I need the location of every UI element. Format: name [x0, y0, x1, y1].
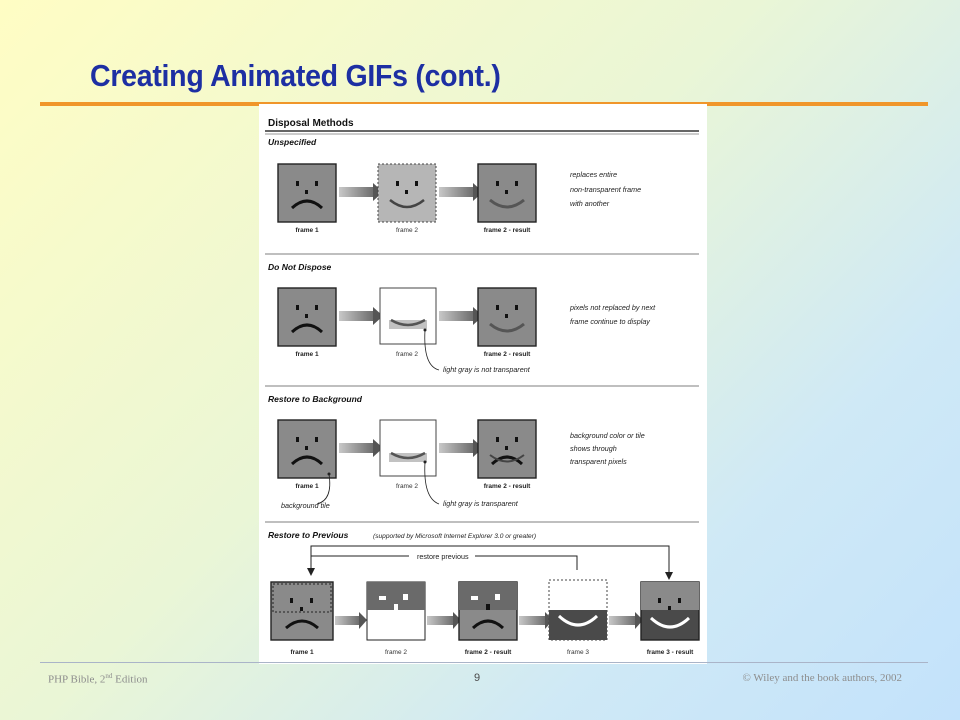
frame-2-result-do-not-dispose: [477, 287, 537, 347]
caption: frame 1: [290, 649, 314, 656]
frame-1-do-not-dispose: [277, 287, 337, 347]
section-title-do-not-dispose: Do Not Dispose: [268, 262, 332, 272]
frame-2-unspecified: [377, 163, 437, 223]
arrow: [339, 187, 373, 197]
arrow-head: [359, 612, 367, 629]
callout-leader: [424, 329, 440, 371]
callout-label: background tile: [281, 501, 330, 510]
note-line: replaces entire: [570, 170, 617, 179]
arrow: [439, 443, 473, 453]
section-title-restore-to-background: Restore to Background: [268, 394, 363, 404]
frame-2-do-not-dispose: [379, 287, 437, 345]
callout-label: restore previous: [417, 552, 469, 561]
restore-bracket-outer: [310, 545, 670, 574]
callout-dot: [423, 460, 427, 464]
arrow: [427, 616, 453, 625]
frame-2-restore-to-background: [379, 419, 437, 477]
footer-copyright: © Wiley and the book authors, 2002: [742, 672, 902, 684]
caption: frame 2: [396, 483, 418, 490]
note-line: shows through: [570, 444, 617, 453]
frame-1-restore-to-previous: [270, 581, 334, 641]
caption: frame 2: [385, 649, 407, 656]
arrow-head: [665, 572, 673, 580]
callout-dot: [327, 472, 331, 476]
caption: frame 2 - result: [484, 351, 531, 358]
frame-2-restore-to-previous: [366, 581, 426, 641]
arrow: [609, 616, 635, 625]
footer-divider: [40, 662, 928, 663]
arrow: [339, 443, 373, 453]
callout-label: light gray is transparent: [443, 499, 519, 508]
frame-2-result-restore-to-background: [477, 419, 537, 479]
note-line: background color or tile: [570, 431, 645, 440]
page-number: 9: [474, 672, 481, 684]
callout-dot: [423, 328, 427, 332]
slide-title: Creating Animated GIFs (cont.): [90, 58, 501, 93]
callout-leader: [424, 461, 440, 505]
caption: frame 2: [396, 351, 418, 358]
disposal-methods-figure: Disposal Methods Unspecified frame 1 fra…: [259, 104, 707, 664]
caption: frame 3: [567, 649, 589, 656]
note-line: transparent pixels: [570, 457, 627, 466]
callout-leader: [316, 473, 331, 505]
frame-1-unspecified: [277, 163, 337, 223]
arrow-head: [373, 439, 383, 457]
frame-3-result-restore-to-previous: [640, 581, 700, 641]
frame-2-result-restore-to-previous: [458, 581, 518, 641]
footer-book-title: PHP Bible, 2nd Edition: [48, 672, 148, 686]
caption: frame 2 - result: [484, 483, 531, 490]
arrow-head: [307, 568, 315, 576]
caption: frame 2 - result: [484, 227, 531, 234]
note-line: frame continue to display: [570, 317, 650, 326]
caption: frame 1: [295, 227, 319, 234]
figure-heading: Disposal Methods: [268, 118, 354, 129]
frame-1-restore-to-background: [277, 419, 337, 479]
arrow: [439, 311, 473, 321]
arrow: [519, 616, 545, 625]
arrow: [339, 311, 373, 321]
section-title-restore-to-previous: Restore to Previous: [268, 530, 349, 540]
arrow: [439, 187, 473, 197]
caption: frame 3 - result: [647, 649, 694, 656]
arrow-head: [453, 612, 461, 629]
arrow: [335, 616, 359, 625]
section-title-unspecified: Unspecified: [268, 137, 317, 147]
frame-2-result-unspecified: [477, 163, 537, 223]
note-line: with another: [570, 199, 610, 208]
callout-label: light gray is not transparent: [443, 365, 531, 374]
section-subtitle: (supported by Microsoft Internet Explore…: [373, 533, 536, 540]
caption: frame 1: [295, 351, 319, 358]
disposal-methods-diagram: Disposal Methods Unspecified frame 1 fra…: [265, 118, 700, 656]
caption: frame 1: [295, 483, 319, 490]
note-line: non-transparent frame: [570, 185, 641, 194]
arrow-head: [635, 612, 643, 629]
caption: frame 2: [396, 227, 418, 234]
arrow-head: [373, 307, 383, 325]
label-backdrop: [409, 550, 475, 562]
note-line: pixels not replaced by next: [569, 303, 656, 312]
frame-3-restore-to-previous: [548, 579, 608, 641]
caption: frame 2 - result: [465, 649, 512, 656]
